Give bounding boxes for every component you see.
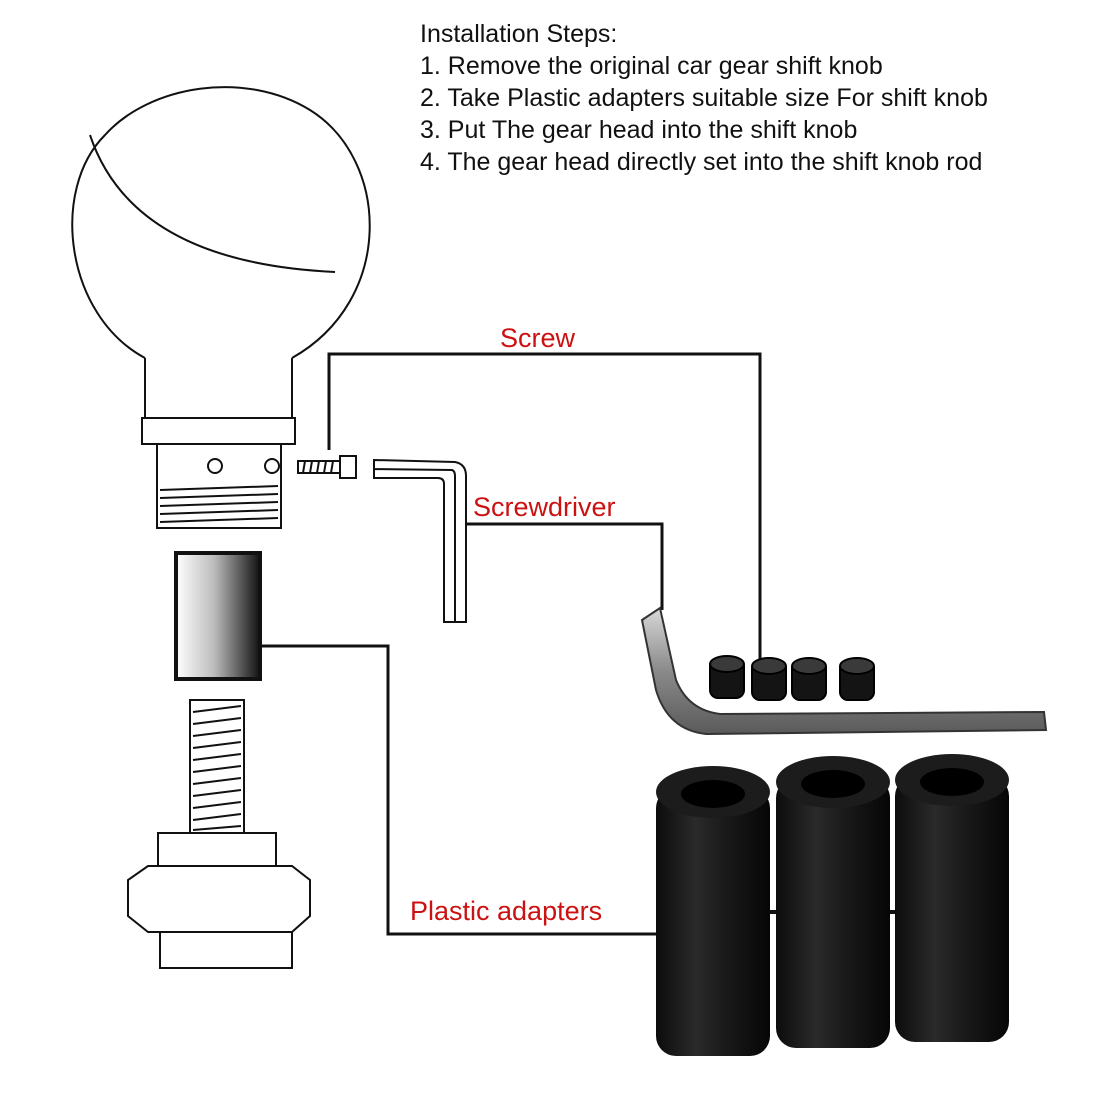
plastic-adapters-label: Plastic adapters	[410, 896, 603, 926]
step-2: 2. Take Plastic adapters suitable size F…	[420, 84, 988, 112]
sleeve-drawing	[174, 551, 262, 681]
step-1: 1. Remove the original car gear shift kn…	[420, 52, 883, 80]
shift-knob-drawing	[71, 86, 371, 529]
step-3: 3. Put The gear head into the shift knob	[420, 116, 858, 144]
hex-key-outline-drawing	[373, 458, 467, 623]
steps-heading: Installation Steps:	[420, 20, 618, 48]
metal-wrench-drawing	[640, 606, 1048, 736]
threaded-rod-drawing	[127, 699, 311, 969]
knob-ball-outline	[71, 86, 371, 359]
knob-ball-reflection	[89, 134, 336, 273]
screw-drawing	[297, 455, 357, 479]
plastic-adapter-cylinders	[656, 754, 1009, 1056]
installation-steps: Installation Steps: 1. Remove the origin…	[420, 18, 988, 178]
adapters-leader	[262, 644, 690, 936]
screwdriver-leader	[466, 522, 664, 610]
screw-leader	[327, 352, 762, 690]
leader-lines	[262, 352, 762, 936]
knob-collar	[141, 417, 296, 445]
black-screws-drawing	[709, 655, 875, 701]
screwdriver-label: Screwdriver	[473, 492, 616, 522]
step-4: 4. The gear head directly set into the s…	[420, 148, 983, 176]
knob-threaded-base	[156, 443, 282, 529]
screw-label: Screw	[500, 323, 576, 353]
